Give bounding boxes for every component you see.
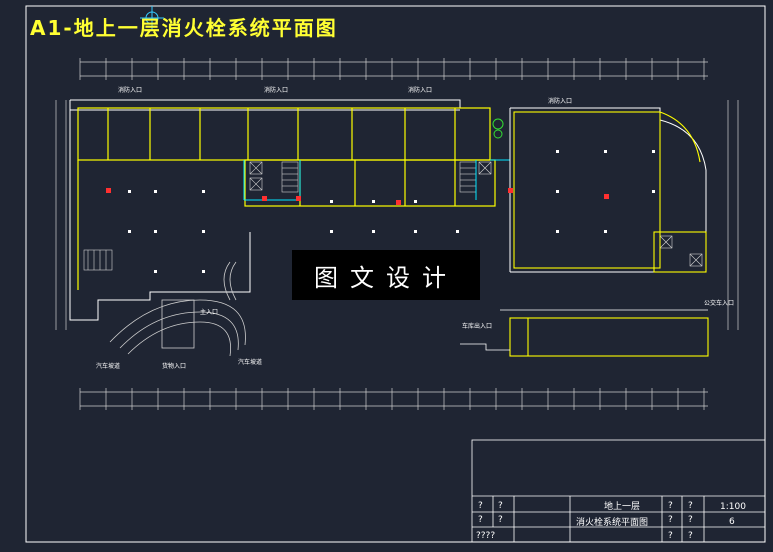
- hydrant-marker: [296, 196, 301, 201]
- label-parking-entrance: 公交车入口: [704, 299, 734, 307]
- title-block-text: 地上一层 消火栓系统平面图 1:100 6 ? ? ? ? ???? ? ? ?…: [476, 500, 746, 541]
- column-mark: [372, 200, 375, 203]
- column-mark: [556, 230, 559, 233]
- hydrant-marker: [396, 200, 401, 205]
- bottom-dimension-chain: [79, 388, 708, 410]
- right-hall-walls: [509, 107, 707, 273]
- column-mark: [202, 270, 205, 273]
- column-mark: [604, 150, 607, 153]
- column-mark: [330, 200, 333, 203]
- column-mark: [372, 230, 375, 233]
- column-mark: [154, 270, 157, 273]
- hydrant-marker: [508, 188, 513, 193]
- crosshair-icon: [140, 6, 164, 30]
- label-main-entrance: 主入口: [200, 308, 218, 316]
- top-dimension-chain: [79, 58, 708, 80]
- column-mark: [604, 230, 607, 233]
- column-mark: [202, 230, 205, 233]
- column-mark: [414, 230, 417, 233]
- title-block-cell: ?: [668, 501, 673, 511]
- title-block-cell: ?: [688, 501, 693, 511]
- column-mark: [128, 190, 131, 193]
- title-block: [471, 439, 766, 543]
- column-mark: [330, 230, 333, 233]
- title-block-name-line2: 消火栓系统平面图: [576, 516, 648, 528]
- fire-hydrant-markers: [106, 188, 609, 205]
- column-mark: [154, 230, 157, 233]
- hydrant-marker: [604, 194, 609, 199]
- label-entrance-3: 消防入口: [408, 86, 432, 94]
- plan-labels: 消防入口 消防入口 消防入口 消防入口 公交车入口 车库出入口 汽车坡道 货物入…: [96, 86, 734, 370]
- label-lower-ramp: 车库出入口: [462, 322, 492, 330]
- title-block-cell: ?: [688, 515, 693, 525]
- label-ramp-left: 汽车坡道: [96, 362, 120, 370]
- structural-columns: [128, 150, 655, 273]
- title-block-scale: 1:100: [720, 502, 746, 512]
- stair-core-left: [83, 161, 477, 271]
- title-block-name-line1: 地上一层: [604, 500, 640, 512]
- title-block-sheet: 6: [729, 517, 735, 527]
- column-mark: [414, 200, 417, 203]
- watermark: 图文设计: [292, 250, 480, 300]
- title-block-cell: ?: [498, 515, 503, 525]
- lower-annex-outline: [460, 309, 708, 351]
- title-block-cell: ?: [478, 515, 483, 525]
- title-block-cell: ?: [688, 531, 693, 541]
- hydrant-pipes: [243, 159, 510, 201]
- left-dimension-chain: [55, 100, 67, 330]
- column-mark: [556, 190, 559, 193]
- lower-annex: [509, 317, 709, 357]
- title-block-cell: ?: [668, 515, 673, 525]
- entrance-ramps: [109, 261, 246, 357]
- title-block-cell: ????: [476, 531, 495, 541]
- column-mark: [652, 190, 655, 193]
- label-entrance-right: 消防入口: [548, 97, 572, 105]
- label-entrance-2: 消防入口: [264, 86, 288, 94]
- right-dimension-chain: [727, 100, 739, 330]
- column-mark: [202, 190, 205, 193]
- right-hall-inner: [513, 111, 707, 273]
- title-block-cell: ?: [668, 531, 673, 541]
- hydrant-marker: [106, 188, 111, 193]
- column-mark: [456, 230, 459, 233]
- label-entrance-1: 消防入口: [118, 86, 142, 94]
- sheet-border: [25, 5, 766, 543]
- planting-symbols: [492, 118, 504, 139]
- column-mark: [154, 190, 157, 193]
- elevator-shafts: [249, 161, 703, 267]
- column-mark: [128, 230, 131, 233]
- column-mark: [652, 150, 655, 153]
- drawing-title: A1-地上一层消火栓系统平面图: [30, 16, 338, 40]
- title-block-cell: ?: [478, 501, 483, 511]
- title-block-cell: ?: [498, 501, 503, 511]
- label-ramp-mid: 货物入口: [162, 362, 186, 370]
- column-mark: [556, 150, 559, 153]
- label-ramp-right: 汽车坡道: [238, 358, 262, 366]
- hydrant-marker: [262, 196, 267, 201]
